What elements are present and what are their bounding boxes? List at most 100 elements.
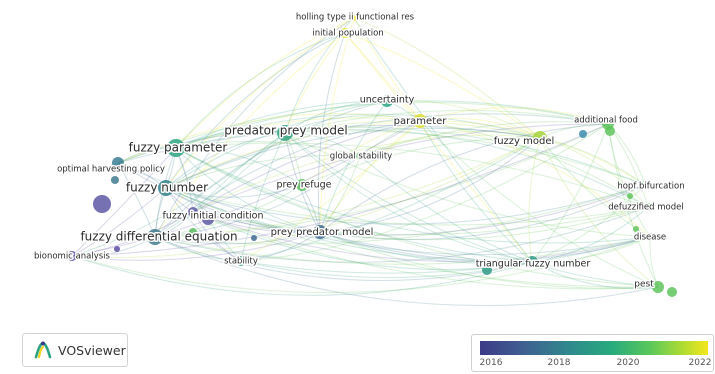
node-prey-refuge[interactable]	[296, 179, 308, 191]
node-fuzzy-model[interactable]	[533, 131, 547, 145]
link	[154, 236, 651, 265]
link	[192, 206, 649, 236]
node-bubble[interactable]	[627, 193, 633, 199]
node-additional-food[interactable]	[602, 118, 614, 130]
node-predator-prey-model[interactable]	[277, 125, 293, 141]
link	[175, 147, 533, 263]
node-label-prey-refuge[interactable]: prey refuge	[275, 178, 333, 192]
node-bubble[interactable]	[111, 176, 119, 184]
link	[319, 17, 355, 233]
year-color-legend: 2016 2018 2020 2022	[471, 334, 714, 372]
node-triangular-fuzzy-number[interactable]	[526, 256, 538, 268]
link	[71, 147, 177, 257]
legend-tick-2022: 2022	[688, 358, 712, 368]
legend-tick-2018: 2018	[547, 358, 571, 368]
link	[386, 99, 541, 139]
node-label-fuzzy-parameter[interactable]: fuzzy parameter	[127, 139, 229, 156]
link	[71, 137, 541, 258]
node-label-fuzzy-model[interactable]: fuzzy model	[492, 135, 556, 149]
link	[175, 142, 649, 208]
node-label-uncertainty[interactable]: uncertainty	[358, 93, 416, 107]
node-defuzzified-model[interactable]	[644, 203, 652, 211]
link	[165, 17, 355, 189]
node-label-disease[interactable]: disease	[632, 231, 667, 244]
link	[192, 211, 651, 263]
link	[192, 132, 286, 213]
link	[531, 184, 646, 263]
node-bubble[interactable]	[189, 228, 197, 236]
link	[319, 231, 651, 262]
node-pest[interactable]	[652, 281, 664, 293]
legend-color-bar	[480, 341, 708, 355]
node-label-holling-type-ii-functional-res[interactable]: holling type ii functional res	[294, 11, 416, 24]
node-holling-type-ii-functional-res[interactable]	[351, 15, 357, 21]
link	[319, 231, 659, 289]
node-label-fuzzy-number[interactable]: fuzzy number	[124, 179, 209, 196]
link	[165, 184, 646, 225]
link	[319, 123, 609, 233]
link	[165, 132, 286, 189]
link	[192, 211, 659, 290]
node-disease[interactable]	[646, 233, 654, 241]
node-prey-predator-model[interactable]	[313, 225, 327, 239]
node-bubble[interactable]	[579, 130, 587, 138]
node-bubble[interactable]	[93, 195, 111, 213]
node-label-bionomic-analysis[interactable]: bionomic analysis	[33, 250, 113, 263]
legend-tick-2016: 2016	[479, 358, 503, 368]
node-bionomic-analysis[interactable]	[67, 251, 77, 261]
node-bubble[interactable]	[482, 265, 492, 275]
link	[344, 32, 421, 122]
link	[175, 126, 646, 186]
link	[175, 147, 321, 233]
link	[71, 132, 286, 257]
link	[539, 137, 659, 288]
node-bubble[interactable]	[633, 226, 639, 232]
node-bubble[interactable]	[667, 287, 677, 297]
node-global-stability[interactable]	[356, 152, 364, 160]
node-bubble[interactable]	[114, 246, 120, 252]
node-label-additional-food[interactable]: additional food	[573, 114, 640, 127]
legend-tick-2020: 2020	[616, 358, 640, 368]
node-optimal-harvesting-policy[interactable]	[112, 157, 124, 169]
node-label-fuzzy-initial-condition[interactable]: fuzzy initial condition	[161, 209, 265, 223]
node-stability[interactable]	[236, 256, 246, 266]
node-fuzzy-number[interactable]	[158, 180, 174, 196]
link	[71, 255, 533, 296]
node-label-fuzzy-differential-equation[interactable]: fuzzy differential equation	[79, 228, 239, 245]
node-fuzzy-initial-condition[interactable]	[188, 207, 198, 217]
link	[192, 120, 421, 213]
link	[154, 17, 355, 238]
node-fuzzy-parameter[interactable]	[167, 139, 185, 157]
link	[531, 206, 649, 263]
node-hopf-bifurcation[interactable]	[641, 181, 649, 189]
node-bubble[interactable]	[202, 213, 214, 225]
node-fuzzy-differential-equation[interactable]	[147, 229, 163, 245]
link	[71, 187, 167, 257]
node-label-predator-prey-model[interactable]: predator prey model	[223, 122, 349, 139]
link	[165, 187, 651, 256]
link	[165, 127, 541, 189]
node-initial-population[interactable]	[340, 28, 350, 38]
node-uncertainty[interactable]	[381, 95, 393, 107]
node-parameter[interactable]	[413, 114, 427, 128]
link	[154, 132, 286, 238]
node-label-triangular-fuzzy-number[interactable]: triangular fuzzy number	[474, 257, 592, 271]
node-label-pest[interactable]: pest	[633, 278, 656, 291]
node-bubble[interactable]	[251, 235, 257, 241]
node-label-initial-population[interactable]: initial population	[311, 27, 385, 40]
link	[419, 120, 659, 288]
node-label-parameter[interactable]: parameter	[392, 115, 449, 129]
link	[192, 211, 242, 262]
link	[175, 129, 286, 149]
link	[353, 17, 533, 263]
node-label-global-stability[interactable]: global stability	[328, 150, 393, 163]
node-label-prey-predator-model[interactable]: prey predator model	[269, 226, 375, 240]
link	[317, 32, 346, 233]
node-label-stability[interactable]: stability	[223, 255, 260, 268]
link	[71, 231, 321, 261]
node-label-optimal-harvesting-policy[interactable]: optimal harvesting policy	[56, 163, 167, 176]
node-label-defuzzified-model[interactable]: defuzzified model	[607, 201, 685, 214]
node-label-hopf-bifurcation[interactable]: hopf bifurcation	[616, 180, 686, 193]
